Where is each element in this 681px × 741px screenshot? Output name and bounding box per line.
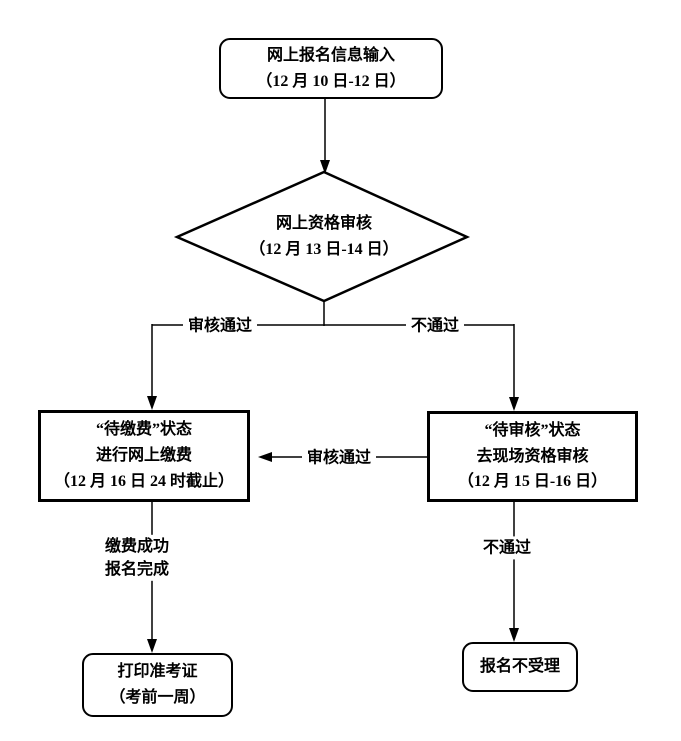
arrowhead-left-pay: [258, 452, 272, 462]
arrowhead-down-pay: [147, 396, 157, 410]
node-text-line: 去现场资格审核: [476, 447, 589, 465]
edge-label-line: 报名完成: [104, 561, 170, 578]
node-online-review-decision: 网上资格审核 （12 月 13 日-14 日）: [177, 200, 471, 274]
node-text-line: 网上报名信息输入: [266, 46, 395, 64]
node-text-line: （12 月 13 日-14 日）: [249, 241, 399, 258]
node-registration-not-accepted: 报名不受理: [462, 642, 578, 692]
node-text-line: （12 月 15 日-16 日）: [457, 473, 608, 491]
edge-label-payment-complete: 缴费成功 报名完成: [99, 534, 175, 582]
node-text-line: （12 月 10 日-12 日）: [256, 72, 406, 90]
arrowhead-down-reject: [509, 628, 519, 642]
node-text-line: “待审核”状态: [484, 421, 581, 439]
node-pending-onsite-review: “待审核”状态 去现场资格审核 （12 月 15 日-16 日）: [427, 411, 638, 502]
node-text-line: （12 月 16 日 24 时截止）: [53, 472, 234, 490]
node-text-line: “待缴费”状态: [95, 421, 192, 439]
edge-label-onsite-fail: 不通过: [477, 536, 537, 560]
node-text-line: （考前一周）: [109, 689, 206, 706]
node-print-admission-ticket: 打印准考证 （考前一周）: [82, 653, 233, 717]
node-text-line: 报名不受理: [479, 658, 560, 676]
arrowhead-down-onsite: [509, 397, 519, 411]
edge-label-review-fail: 不通过: [405, 314, 465, 338]
node-text-line: 进行网上缴费: [95, 447, 192, 465]
node-text-line: 打印准考证: [117, 663, 198, 681]
arrowhead-down-review: [320, 160, 330, 174]
node-text-line: 网上资格审核: [275, 215, 372, 233]
edge-label-onsite-pass: 审核通过: [301, 446, 377, 470]
node-pending-payment: “待缴费”状态 进行网上缴费 （12 月 16 日 24 时截止）: [38, 410, 250, 502]
edge-label-review-pass: 审核通过: [182, 314, 258, 338]
node-online-registration: 网上报名信息输入 （12 月 10 日-12 日）: [219, 38, 443, 99]
arrowhead-down-print: [147, 639, 157, 653]
edge-label-line: 缴费成功: [104, 537, 170, 555]
